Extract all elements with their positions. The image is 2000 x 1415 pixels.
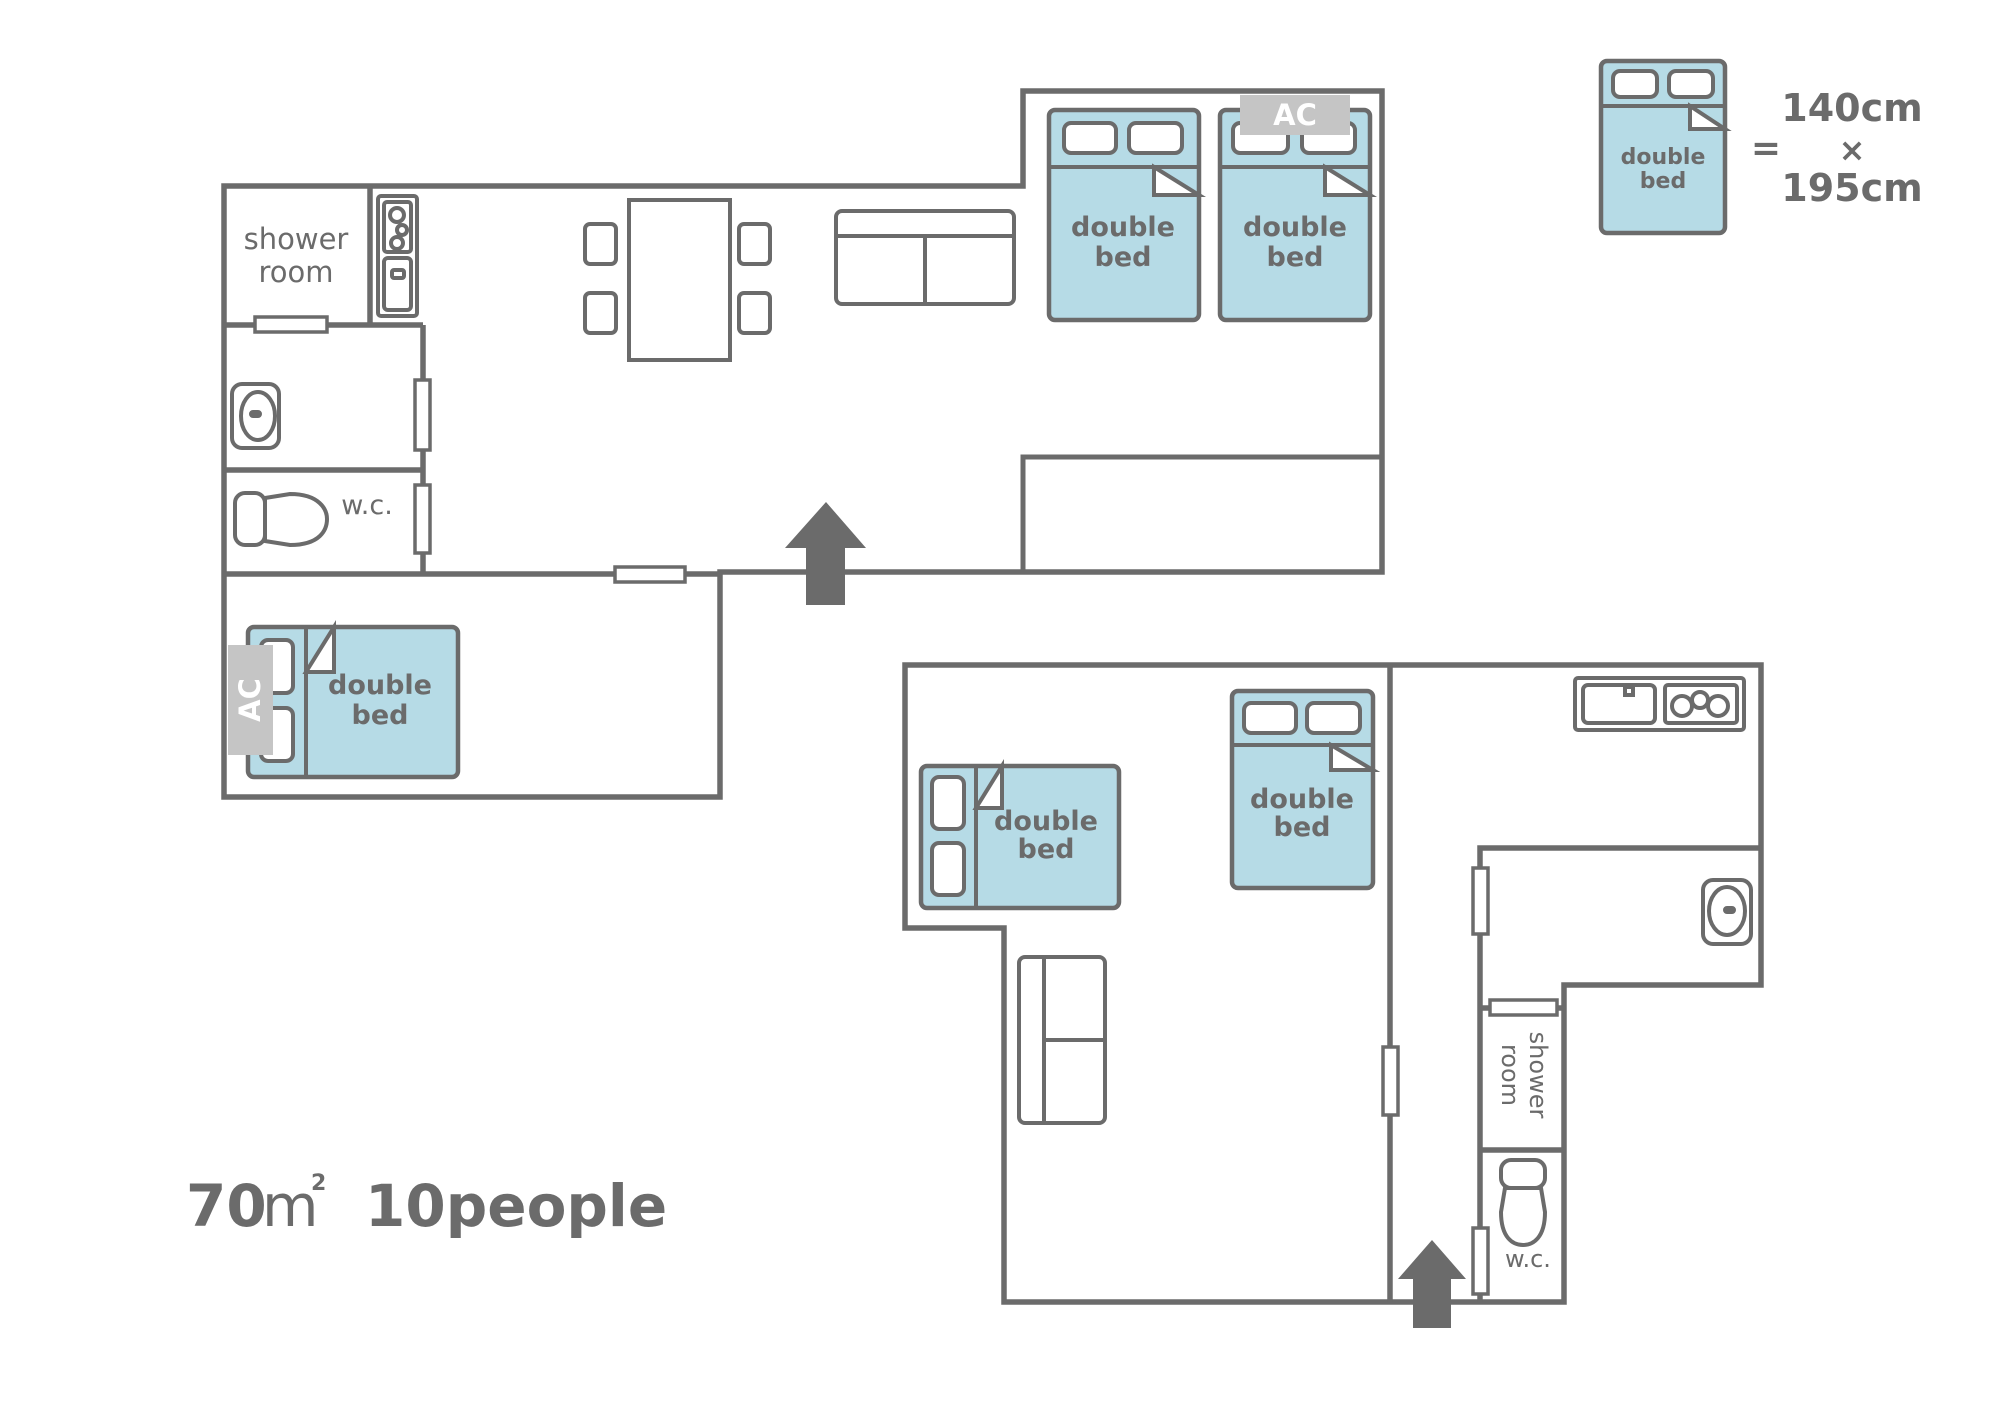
- shower-room-label: shower: [1524, 1032, 1552, 1119]
- sink-icon: [1701, 878, 1753, 946]
- legend-times: ×: [1839, 131, 1866, 169]
- wc-label: w.c.: [341, 490, 393, 521]
- chair-icon: [737, 291, 772, 335]
- chair-icon: [583, 291, 618, 335]
- table-icon: [627, 198, 732, 362]
- bed-icon: [918, 758, 1122, 911]
- summary: 70 m 2 10people: [186, 1171, 667, 1240]
- legend: double bed = 140cm × 195cm: [1598, 58, 1923, 236]
- unit-2-outer-wall: [902, 662, 1764, 1305]
- bed-label: double: [1250, 784, 1354, 815]
- ac-unit: [1240, 95, 1350, 135]
- entrance-arrow-icon: [1398, 1240, 1466, 1328]
- chair-icon: [583, 222, 618, 266]
- door-icon: [1471, 866, 1490, 936]
- sink-icon: [230, 382, 281, 450]
- sofa-icon: [834, 209, 1016, 306]
- chair-icon: [737, 222, 772, 266]
- door-icon: [1381, 1045, 1400, 1117]
- bed-label-2: bed: [352, 700, 409, 731]
- bed-label-2: bed: [1095, 242, 1152, 273]
- toilet-icon: [233, 491, 330, 548]
- bed-icon: [1229, 688, 1381, 891]
- entrance-arrow-icon: [785, 502, 866, 605]
- legend-width: 140cm: [1781, 86, 1922, 130]
- door-icon: [1488, 998, 1559, 1017]
- legend-length: 195cm: [1781, 166, 1922, 210]
- area-unit-sup: 2: [311, 1171, 326, 1196]
- shower-room-label-2: room: [258, 255, 333, 289]
- sofa-icon: [1017, 955, 1107, 1125]
- legend-bed-label-2: bed: [1640, 169, 1686, 194]
- area-unit: m: [262, 1172, 319, 1240]
- legend-bed-label: double: [1621, 145, 1706, 170]
- legend-equals: =: [1751, 128, 1781, 169]
- ac-unit: [228, 645, 273, 755]
- bed-icon: [1598, 58, 1732, 236]
- unit-1: shower room w.c.: [221, 88, 1385, 800]
- stove-icon: [376, 194, 419, 318]
- bed-label: double: [1243, 212, 1347, 243]
- door-icon: [413, 483, 432, 555]
- bed-label-2: bed: [1267, 242, 1324, 273]
- door-icon: [413, 378, 432, 452]
- area-value: 70: [186, 1172, 267, 1240]
- bed-label-2: bed: [1274, 812, 1331, 843]
- bed-label: double: [328, 670, 432, 701]
- unit-1-storage: [1020, 454, 1382, 572]
- ac-label: AC: [233, 678, 267, 722]
- door-icon: [253, 315, 329, 334]
- unit-2: shower room w.c. double bed double bed: [902, 662, 1764, 1328]
- ac-label: AC: [1273, 98, 1317, 132]
- stove-icon: [1573, 676, 1746, 732]
- bed-icon: [1046, 107, 1206, 323]
- toilet-icon: [1498, 1158, 1548, 1248]
- capacity-label: 10people: [365, 1172, 667, 1240]
- bed-label: double: [1071, 212, 1175, 243]
- shower-room-label: shower: [244, 222, 349, 256]
- door-icon: [1471, 1226, 1490, 1296]
- bed-label: double: [994, 806, 1098, 837]
- unit-1-outer-wall: [221, 88, 1385, 800]
- bed-label-2: bed: [1018, 834, 1075, 865]
- door-icon: [613, 565, 687, 584]
- wc-label: w.c.: [1505, 1245, 1551, 1273]
- shower-room-label-2: room: [1496, 1044, 1524, 1106]
